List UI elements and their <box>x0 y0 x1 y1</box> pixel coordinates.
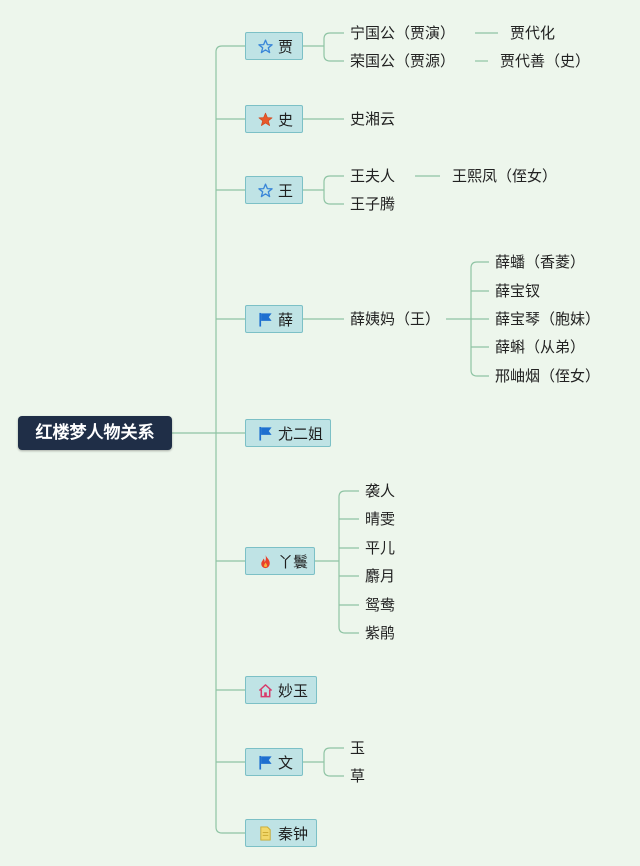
grandchild-node[interactable]: 贾代化 <box>510 24 556 42</box>
branch-node[interactable]: 王 <box>245 176 303 204</box>
branch-label: 妙玉 <box>278 681 309 700</box>
grandchild-node[interactable]: 贾代善（史） <box>500 52 591 70</box>
branch-label: 贾 <box>278 37 294 56</box>
star-outline-icon <box>258 182 273 198</box>
branch-label: 王 <box>278 181 294 200</box>
child-node[interactable]: 草 <box>350 767 366 785</box>
child-node[interactable]: 紫鹃 <box>365 624 396 642</box>
child-node[interactable]: 王夫人 <box>350 167 396 185</box>
child-connector <box>323 747 344 755</box>
branch-label: 史 <box>278 110 294 129</box>
child-connector <box>338 490 359 498</box>
branch-label: 薛 <box>278 310 294 329</box>
child-connector <box>323 32 344 40</box>
child-node[interactable]: 王子腾 <box>350 195 396 213</box>
child-node[interactable]: 平儿 <box>365 539 396 557</box>
child-connector <box>323 197 344 205</box>
flame-icon <box>258 554 273 569</box>
grandchild-node[interactable]: 薛宝钗 <box>495 282 541 300</box>
root-node[interactable]: 红楼梦人物关系 <box>18 416 172 450</box>
document-icon <box>258 825 273 841</box>
star-outline-icon <box>258 38 273 54</box>
child-connector <box>323 769 344 777</box>
child-node[interactable]: 史湘云 <box>350 110 396 128</box>
child-connector <box>338 626 359 634</box>
grandchild-node[interactable]: 薛宝琴（胞妹） <box>495 310 601 328</box>
flag-icon <box>258 312 273 327</box>
branch-label: 丫鬟 <box>278 552 309 571</box>
child-node[interactable]: 荣国公（贾源） <box>350 52 456 70</box>
child-node[interactable]: 晴雯 <box>365 510 396 528</box>
child-node[interactable]: 宁国公（贾演） <box>350 24 456 42</box>
star-filled-icon <box>258 112 273 127</box>
grandchild-node[interactable]: 薛蝌（从弟） <box>495 338 586 356</box>
branch-node[interactable]: 尤二姐 <box>245 419 331 447</box>
grandchild-node[interactable]: 薛蟠（香菱） <box>495 253 586 271</box>
branch-connector <box>215 826 245 834</box>
branch-label: 文 <box>278 753 294 772</box>
home-icon <box>258 683 273 698</box>
child-node[interactable]: 袭人 <box>365 482 396 500</box>
branch-node[interactable]: 妙玉 <box>245 676 317 704</box>
branch-node[interactable]: 薛 <box>245 305 303 333</box>
child-node[interactable]: 麝月 <box>365 567 396 585</box>
branch-node[interactable]: 文 <box>245 748 303 776</box>
grandchild-connector <box>470 261 489 269</box>
grandchild-node[interactable]: 邢岫烟（侄女） <box>495 367 601 385</box>
grandchild-node[interactable]: 王熙凤（侄女） <box>452 167 558 185</box>
child-connector <box>323 54 344 62</box>
branch-connector <box>215 45 245 53</box>
branch-node[interactable]: 贾 <box>245 32 303 60</box>
branch-node[interactable]: 史 <box>245 105 303 133</box>
branch-node[interactable]: 丫鬟 <box>245 547 315 575</box>
flag-icon <box>258 755 273 770</box>
grandchild-connector <box>470 369 489 377</box>
child-node[interactable]: 鸳鸯 <box>365 596 396 614</box>
child-connector <box>323 175 344 183</box>
flag-icon <box>258 426 273 441</box>
branch-label: 尤二姐 <box>278 424 324 443</box>
branch-label: 秦钟 <box>278 824 309 843</box>
child-node[interactable]: 薛姨妈（王） <box>350 310 441 328</box>
branch-node[interactable]: 秦钟 <box>245 819 317 847</box>
child-node[interactable]: 玉 <box>350 739 366 757</box>
